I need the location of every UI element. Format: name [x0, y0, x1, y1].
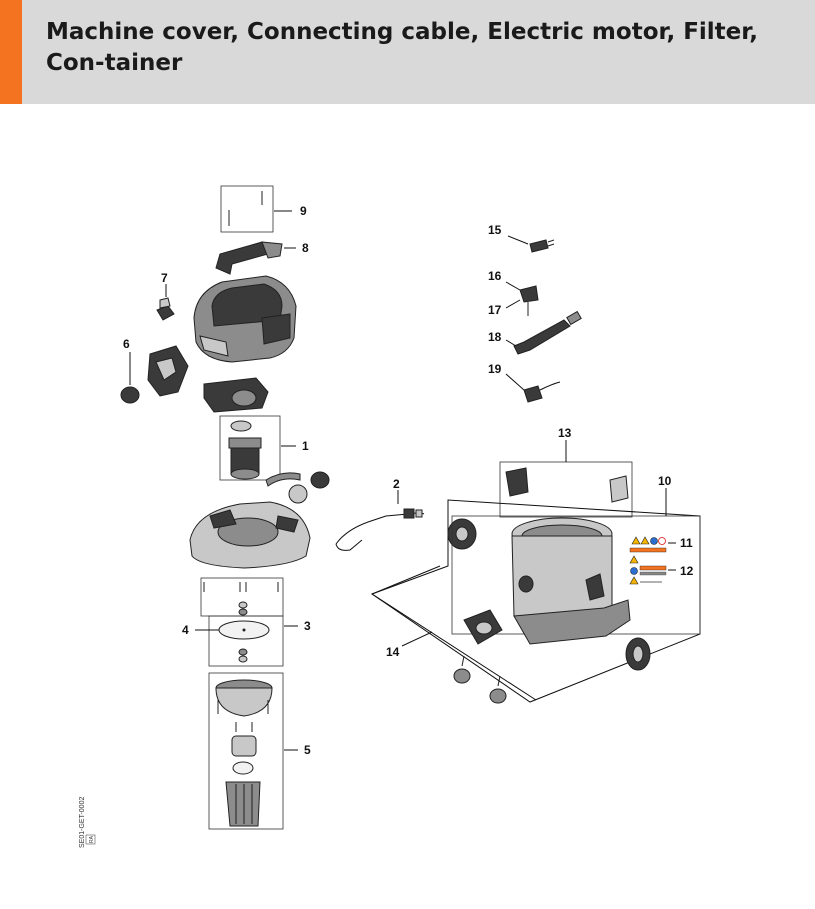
callout-10: 10 — [658, 474, 672, 488]
header-accent-bar — [0, 0, 22, 104]
part-10-container[interactable] — [463, 517, 651, 671]
part-13-holders[interactable] — [505, 467, 629, 503]
part-16-17-plug[interactable] — [519, 285, 539, 316]
part-6-side-cover[interactable] — [120, 345, 189, 404]
callout-19: 19 — [488, 362, 502, 376]
callout-11: 11 — [680, 536, 693, 550]
part-3-filter-assembly[interactable] — [200, 577, 284, 667]
callout-16: 16 — [488, 269, 502, 283]
callout-4: 4 — [182, 623, 189, 637]
fan-housing[interactable] — [203, 377, 269, 413]
gasket-parts[interactable] — [265, 471, 330, 504]
callout-2: 2 — [393, 477, 400, 491]
document-id-text: SE01-GET-0002 — [79, 797, 86, 848]
document-id-sub: RA — [89, 835, 95, 843]
callout-15: 15 — [488, 223, 502, 237]
callout-17: 17 — [488, 303, 502, 317]
part-15-plug[interactable] — [529, 239, 555, 253]
callout-18: 18 — [488, 330, 502, 344]
part-12-warning-labels[interactable] — [629, 555, 667, 585]
part-8-handle[interactable] — [215, 241, 283, 275]
page-title: Machine cover, Connecting cable, Electri… — [46, 19, 758, 76]
callout-8: 8 — [302, 241, 309, 255]
part-9-screws[interactable] — [220, 185, 274, 233]
part-19-plug[interactable] — [523, 381, 561, 403]
callout-9: 9 — [300, 204, 307, 218]
part-14-caster-1[interactable] — [453, 655, 471, 684]
callout-6: 6 — [123, 337, 130, 351]
part-4-filter-disc[interactable] — [218, 620, 270, 640]
part-7-clip[interactable] — [156, 297, 175, 321]
callout-12: 12 — [680, 564, 694, 578]
callout-1: 1 — [302, 439, 309, 453]
callout-14: 14 — [386, 645, 400, 659]
part-2-connecting-cable[interactable] — [335, 508, 425, 551]
machine-cover[interactable] — [193, 275, 297, 363]
part-14-wheel-small[interactable] — [447, 518, 477, 550]
part-1-electric-motor[interactable] — [228, 420, 262, 480]
part-18-cable[interactable] — [513, 310, 582, 355]
callout-13: 13 — [558, 426, 572, 440]
motor-base-housing[interactable] — [189, 501, 311, 569]
callout-3: 3 — [304, 619, 311, 633]
part-14-caster-2[interactable] — [489, 675, 507, 704]
callout-7: 7 — [161, 271, 168, 285]
document-id: SE01-GET-0002 RA — [79, 797, 96, 848]
part-5-filter-set[interactable] — [215, 679, 273, 827]
page-header: Machine cover, Connecting cable, Electri… — [0, 0, 815, 104]
callout-5: 5 — [304, 743, 311, 757]
part-11-warning-labels[interactable] — [629, 536, 667, 553]
